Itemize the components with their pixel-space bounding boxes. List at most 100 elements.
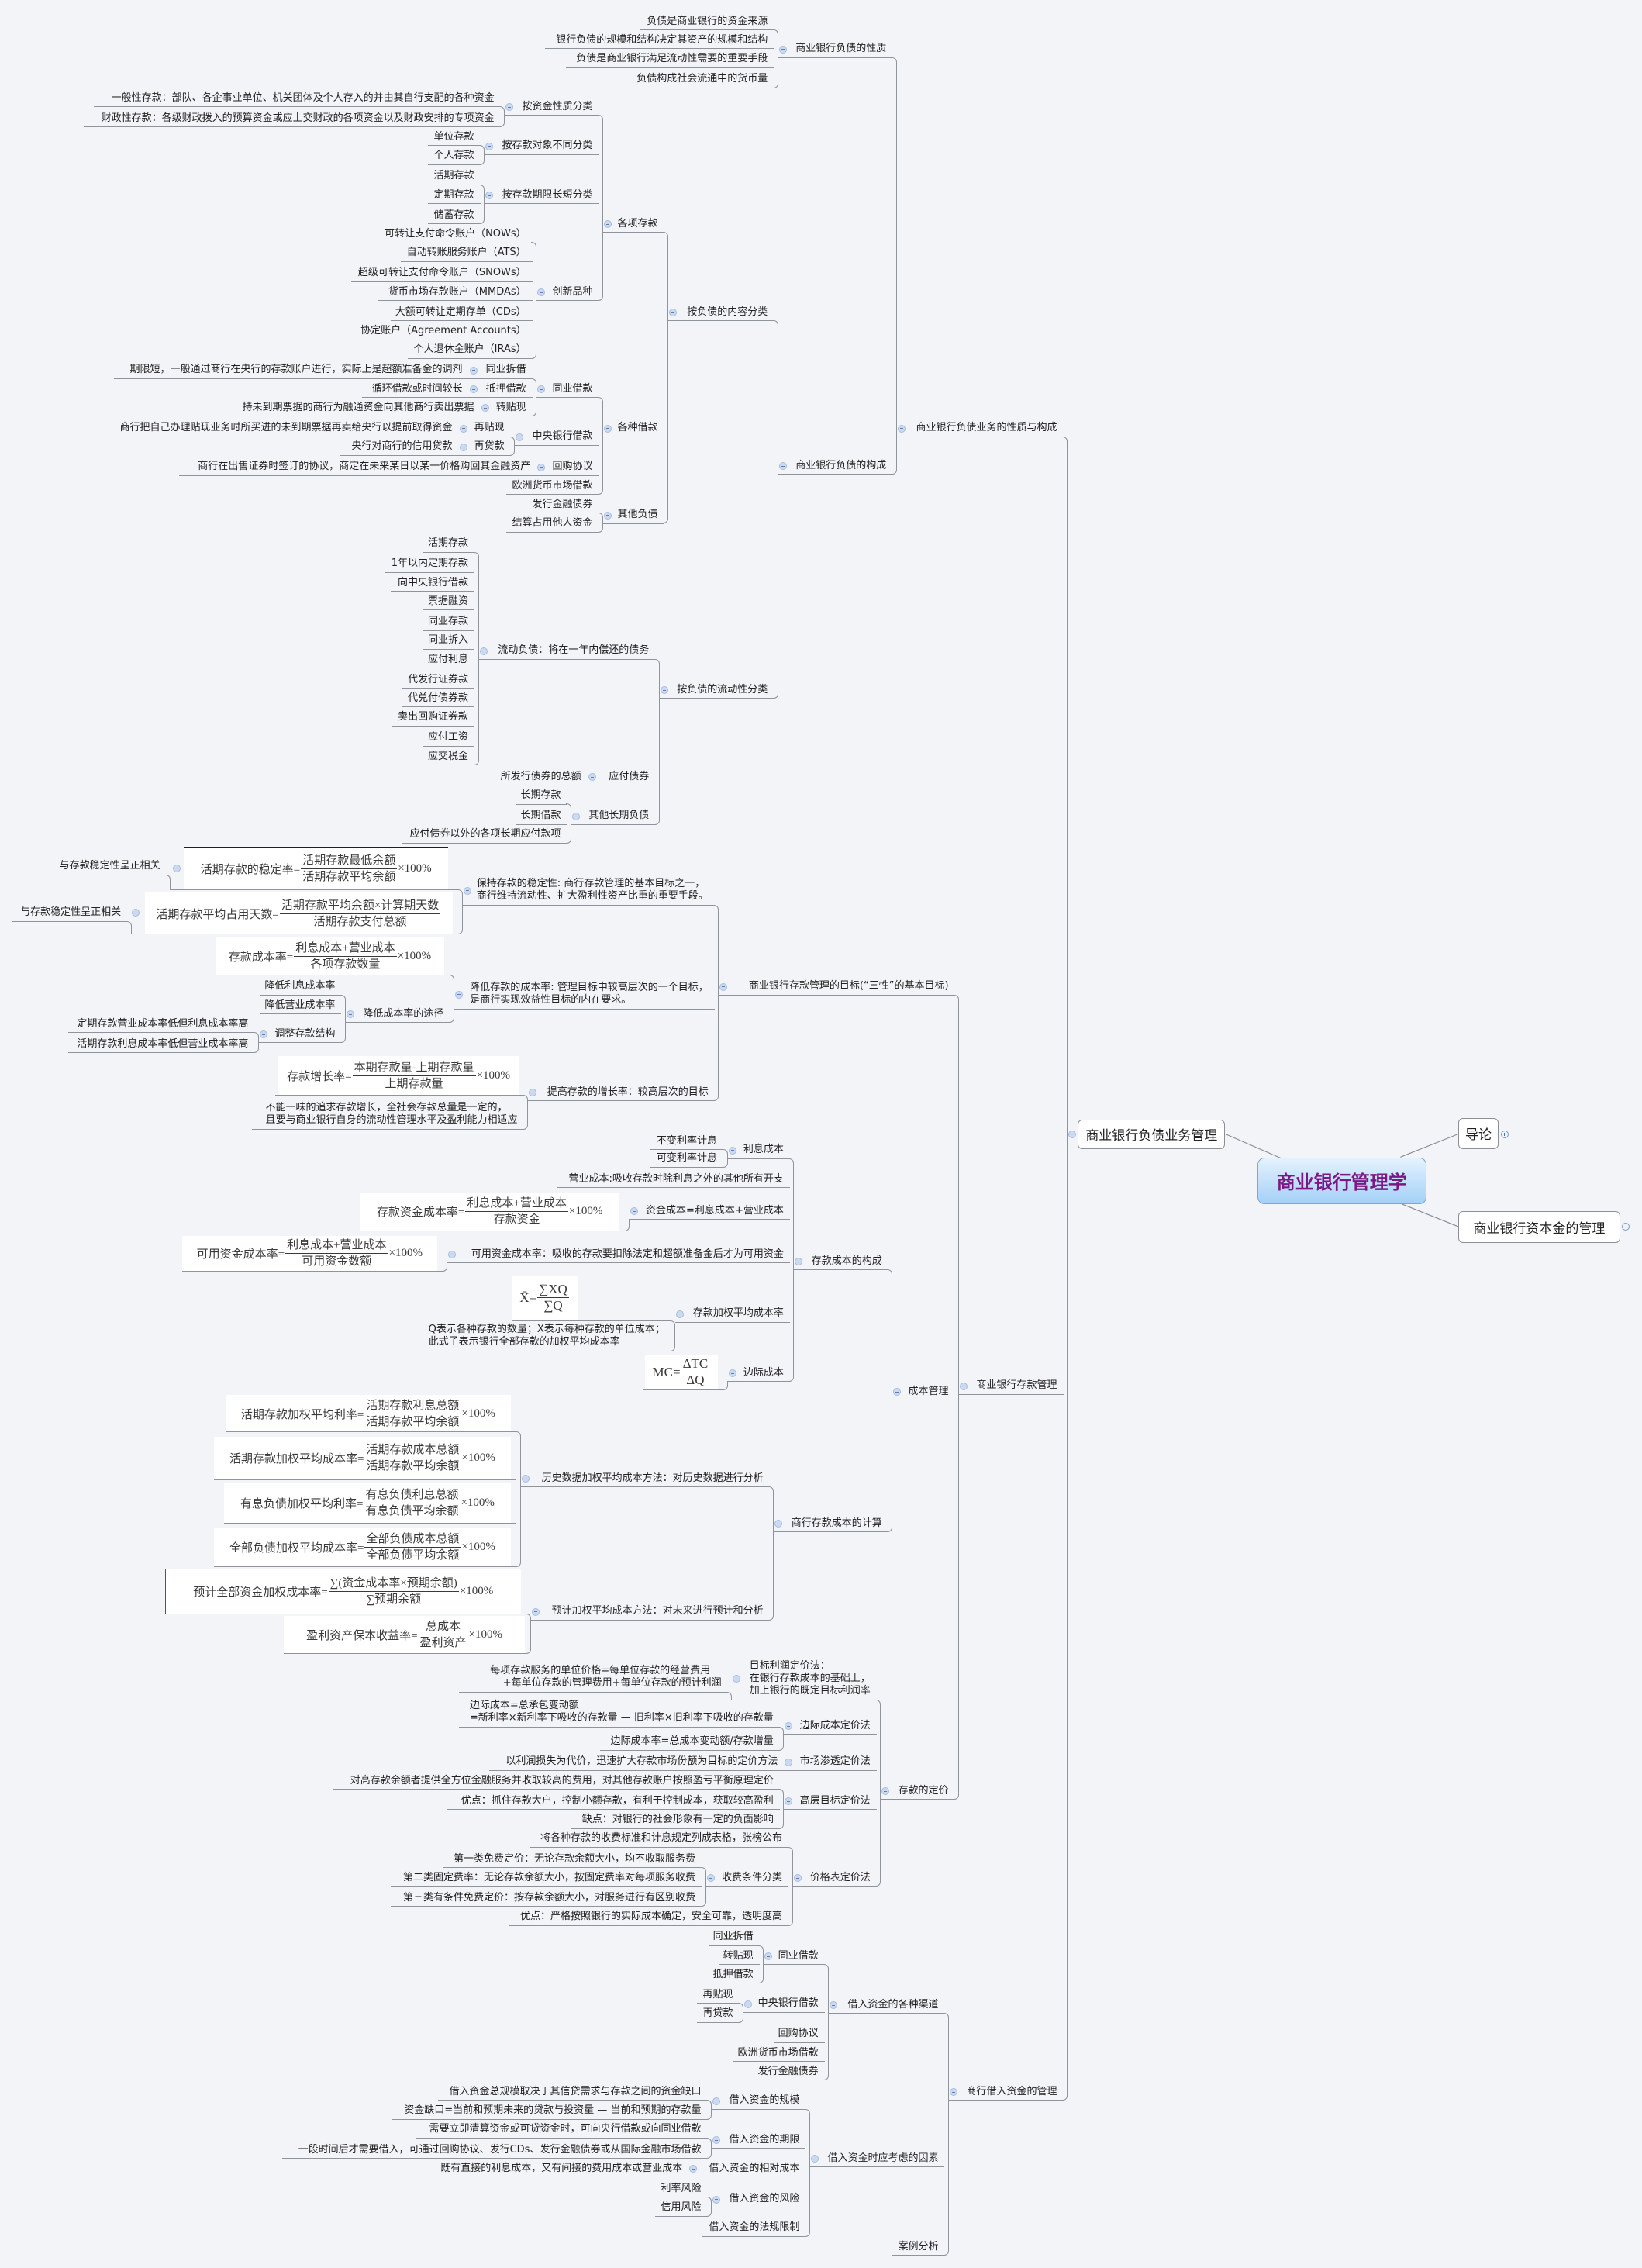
topic-leaf[interactable]: 超级可转让支付命令账户（SNOWs） [351, 266, 533, 282]
topic-leaf[interactable]: 不变利率计息 [649, 1134, 723, 1151]
topic-note[interactable]: 商行把自己办理贴现业务时所买进的未到期票据再卖给央行以提前取得资金 [102, 421, 459, 437]
formula-box[interactable]: 活期存款加权平均成本率=活期存款成本总额活期存款平均余额×100% [214, 1436, 511, 1480]
collapse-icon[interactable] [881, 1787, 890, 1796]
collapse-icon[interactable] [785, 1797, 793, 1806]
topic-note[interactable]: 每项存款服务的单位价格=每单位存款的经营费用 +每单位存款的管理费用+每单位存款… [458, 1663, 728, 1693]
topic-other-liabilities[interactable]: 其他负债 [603, 508, 664, 524]
topic-leaf[interactable]: 借入资金总规模取决于其信贷需求与存款之间的资金缺口 [438, 2084, 708, 2101]
topic-central-bank-borrowing[interactable]: 中央银行借款 [743, 1997, 825, 2013]
topic-by-term[interactable]: 按存款期限长短分类 [485, 188, 599, 205]
topic-leaf[interactable]: 第二类固定费率：无论存款余额大小，按固定费率对每项服务收费 [390, 1870, 702, 1887]
topic-leaf[interactable]: 可变利率计息 [649, 1151, 723, 1168]
topic-cost-reduction-ways[interactable]: 降低成本率的途径 [345, 1006, 450, 1024]
topic-historical-method[interactable]: 历史数据加权平均成本方法：对历史数据进行分析 [520, 1471, 770, 1488]
collapse-icon[interactable] [676, 1310, 685, 1318]
collapse-icon[interactable] [537, 385, 546, 394]
topic-leaf[interactable]: 长期存款 [516, 789, 567, 805]
topic-leaf[interactable]: 第三类有条件免费定价：按存款余额大小，对服务进行有区别收费 [390, 1890, 702, 1907]
topic-deposit-goals[interactable]: 商业银行存款管理的目标(“三性”的基本目标) [719, 979, 955, 996]
topic-note[interactable]: 与存款稳定性呈正相关 [11, 906, 128, 922]
topic-leaf[interactable]: 储蓄存款 [428, 208, 481, 225]
topic-leaf[interactable]: 长期借款 [516, 809, 567, 825]
topic-leaf[interactable]: 一段时间后才需要借入，可通过回购协议、发行CDs、发行金融债券或从国际金融市场借… [281, 2142, 708, 2159]
topic-leaf[interactable]: 缺点：对银行的社会形象有一定的负面影响 [571, 1813, 780, 1829]
main-topic-intro[interactable]: 导论 [1457, 1118, 1499, 1149]
topic-projected-method[interactable]: 预计加权平均成本方法：对未来进行预计和分析 [530, 1604, 770, 1621]
topic-leaf[interactable]: 第一类免费定价：无论存款余额大小，均不收取服务费 [442, 1852, 702, 1869]
collapse-icon[interactable] [793, 1874, 802, 1883]
topic-leaf[interactable]: 同业拆借 [709, 1930, 760, 1946]
collapse-icon[interactable] [785, 1758, 793, 1766]
formula-box[interactable]: 预计全部资金加权成本率=∑(资金成本率×预期余额)∑预期余额×100% [164, 1568, 521, 1615]
topic-target-profit-pricing[interactable]: 目标利润定价法： 在银行存款成本的基础上， 加上银行的既定目标利润率 [732, 1659, 877, 1700]
topic-borrowing-factors[interactable]: 借入资金时应考虑的因素 [809, 2151, 945, 2168]
collapse-icon[interactable] [505, 103, 514, 112]
topic-leaf[interactable]: 再贴现 [697, 1987, 740, 2004]
collapse-icon[interactable] [712, 2136, 721, 2145]
collapse-icon[interactable] [733, 1675, 741, 1683]
topic-interest-cost[interactable]: 利息成本 [727, 1143, 790, 1159]
topic-note[interactable]: 商行在出售证券时签订的协议，商定在未来某日以某一价格购回其金融资产 [179, 460, 537, 476]
topic-nature-structure[interactable]: 商业银行负债业务的性质与构成 [896, 421, 1064, 437]
topic-leaf[interactable]: 应付利息 [422, 652, 475, 669]
topic-cost-calculation[interactable]: 商行存款成本的计算 [774, 1516, 888, 1533]
formula-box[interactable]: 有息负债加权平均利率=有息负债利息总额有息负债平均余额×100% [224, 1483, 511, 1524]
collapse-icon[interactable] [719, 982, 728, 991]
topic-collateral-loan[interactable]: 抵押借款 [468, 381, 533, 399]
collapse-icon[interactable] [712, 2097, 721, 2105]
topic-leaf[interactable]: 回购协议 [774, 2027, 825, 2043]
collapse-icon[interactable] [810, 2155, 819, 2163]
collapse-icon[interactable] [346, 1010, 354, 1019]
topic-leaf[interactable]: 利率风险 [655, 2181, 708, 2198]
topic-note[interactable]: 不能一味的追求存款增长，全社会存款总量是一定的， 且要与商业银行自身的流动性管理… [251, 1100, 524, 1131]
collapse-icon[interactable] [960, 1382, 968, 1390]
collapse-icon[interactable] [537, 288, 546, 297]
collapse-icon[interactable] [706, 1874, 715, 1883]
topic-by-depositor[interactable]: 按存款对象不同分类 [485, 139, 599, 155]
topic-fund-cost[interactable]: 资金成本=利息成本+营业成本 [629, 1203, 790, 1220]
topic-leaf[interactable]: 需要立即清算资金或可贷资金时，可向央行借款或向同业借款 [416, 2122, 708, 2139]
topic-leaf[interactable]: 抵押借款 [709, 1967, 760, 1984]
topic-leaf[interactable]: 欧洲货币市场借款 [506, 478, 599, 495]
topic-leaf[interactable]: 活期存款 [422, 537, 475, 553]
topic-leaf[interactable]: 卖出回购证券款 [392, 710, 475, 727]
topic-central-bank-borrowing[interactable]: 中央银行借款 [515, 430, 599, 446]
topic-note[interactable]: 循环借款或时间较长 [361, 381, 469, 399]
collapse-icon[interactable] [669, 309, 678, 317]
collapse-icon[interactable] [728, 1146, 736, 1155]
formula-box[interactable]: X̄=∑XQ∑Q [512, 1276, 578, 1320]
topic-note[interactable]: 既有直接的利息成本，又有间接的费用成本或营业成本 [426, 2161, 689, 2178]
formula-box[interactable]: 活期存款平均占用天数=活期存款平均余额×计算期天数活期存款支付总额 [144, 892, 454, 935]
topic-current-liabilities[interactable]: 流动负债：将在一年内偿还的债务 [478, 644, 656, 660]
collapse-icon[interactable] [728, 1369, 736, 1378]
formula-box[interactable]: 全部负债加权平均成本率=全部负债成本总额全部负债平均余额×100% [214, 1528, 511, 1567]
topic-liability-nature[interactable]: 商业银行负债的性质 [778, 42, 893, 58]
topic-by-fund-nature[interactable]: 按资金性质分类 [505, 99, 599, 116]
collapse-icon[interactable] [604, 220, 612, 229]
topic-cost-composition[interactable]: 存款成本的构成 [794, 1254, 888, 1271]
collapse-icon[interactable] [630, 1207, 638, 1216]
topic-marginal-cost[interactable]: 边际成本 [727, 1365, 790, 1383]
topic-leaf[interactable]: 代发行证券款 [402, 672, 475, 689]
topic-liability-structure[interactable]: 商业银行负债的构成 [778, 458, 893, 475]
topic-marginal-cost-pricing[interactable]: 边际成本定价法 [784, 1718, 877, 1735]
topic-leaf[interactable]: 对高存款余额者提供全方位金融服务并收取较高的费用，对其他存款账户按照盈亏平衡原理… [333, 1773, 780, 1790]
collapse-icon[interactable] [830, 2001, 838, 2010]
formula-box[interactable]: 盈利资产保本收益率=总成本盈利资产×100% [283, 1616, 526, 1654]
topic-note[interactable]: 所发行债券的总额 [495, 769, 588, 786]
main-topic-capital[interactable]: 商业银行资本金的管理 [1457, 1210, 1620, 1243]
topic-leaf[interactable]: 同业拆入 [422, 633, 475, 650]
collapse-icon[interactable] [572, 812, 581, 820]
topic-borrowed-funds[interactable]: 商行借入资金的管理 [949, 2084, 1064, 2101]
formula-box[interactable]: 存款增长率=本期存款量-上期存款量上期存款量×100% [278, 1056, 519, 1096]
formula-box[interactable]: 存款资金成本率=利息成本+营业成本存款资金×100% [360, 1192, 619, 1231]
topic-leaf[interactable]: 资金缺口=当前和预期未来的贷款与投资量 — 当前和预期的存款量 [392, 2104, 708, 2120]
collapse-icon[interactable] [778, 45, 787, 54]
collapse-icon[interactable] [459, 424, 467, 433]
topic-rediscount[interactable]: 再贴现 [458, 421, 511, 437]
topic-leaf[interactable]: 负债是商业银行满足流动性需要的重要手段 [565, 52, 774, 68]
topic-leaf[interactable]: 代兑付债券款 [402, 691, 475, 708]
topic-note[interactable]: 以利润损失为代价，迅速扩大存款市场份额为目标的定价方法 [488, 1755, 785, 1771]
topic-leaf[interactable]: 1年以内定期存款 [385, 557, 475, 573]
